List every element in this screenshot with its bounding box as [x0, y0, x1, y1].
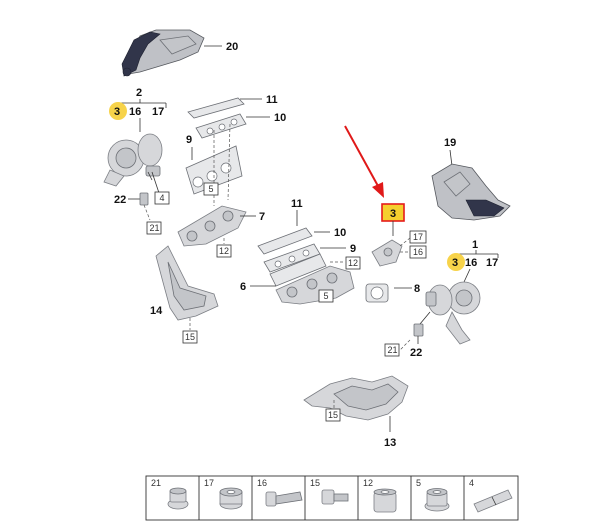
callout-3-selected[interactable]: 3: [390, 208, 396, 220]
ref-box-4[interactable]: 4: [160, 193, 165, 203]
callout-17-right: 17: [486, 257, 498, 269]
legend-part-15-bolt-icon[interactable]: [321, 489, 349, 505]
turbocharger-right[interactable]: [425, 281, 481, 345]
gasket-11-upper[interactable]: [187, 97, 245, 119]
red-arrowhead: [372, 182, 384, 198]
gasket-8[interactable]: [365, 283, 389, 303]
ref-box-12-middle[interactable]: 12: [348, 258, 358, 268]
callout-10-upper: 10: [274, 112, 286, 124]
part-3-gasket[interactable]: [371, 239, 403, 267]
ref-box-5-middle[interactable]: 5: [324, 291, 329, 301]
ref-box-21-right[interactable]: 21: [388, 345, 398, 355]
callout-3-right[interactable]: 3: [452, 257, 458, 269]
callout-13: 13: [384, 437, 396, 449]
nut-22-right[interactable]: [413, 323, 424, 337]
callout-16-left: 16: [129, 106, 141, 118]
callout-14: 14: [150, 305, 163, 317]
legend-label-5: 5: [416, 478, 421, 488]
callout-2: 2: [136, 87, 142, 99]
callout-22-left: 22: [114, 194, 126, 206]
ref-box-17-middle[interactable]: 17: [413, 232, 423, 242]
gasket-10-upper[interactable]: [195, 113, 247, 139]
highlight-3-right: [447, 253, 465, 271]
exhaust-manifold-7[interactable]: [177, 205, 247, 247]
callout-8: 8: [414, 283, 420, 295]
gasket-11-middle[interactable]: [257, 227, 313, 255]
legend-label-21: 21: [151, 478, 161, 488]
legend-part-16-bolt-icon[interactable]: [265, 491, 303, 507]
ref-box-12-left[interactable]: 12: [219, 246, 229, 256]
callout-3-left[interactable]: 3: [114, 106, 120, 118]
turbocharger-left[interactable]: [103, 133, 163, 187]
ref-box-15-bottom[interactable]: 15: [328, 410, 338, 420]
callout-22-right: 22: [410, 347, 422, 359]
callout-6: 6: [240, 281, 246, 293]
callout-11-middle: 11: [291, 198, 303, 210]
callout-9-middle: 9: [350, 243, 356, 255]
heat-shield-upper-left[interactable]: [121, 29, 205, 77]
parts-legend: 21 17 16 15 12 5 4: [145, 475, 519, 521]
legend-part-17-nut-icon[interactable]: [219, 487, 243, 510]
nut-22-left[interactable]: [139, 192, 149, 206]
callout-20: 20: [226, 41, 238, 53]
legend-part-4-stud-icon[interactable]: [473, 489, 513, 513]
legend-label-17: 17: [204, 478, 214, 488]
callout-11-upper: 11: [266, 94, 278, 106]
legend-label-4: 4: [469, 478, 474, 488]
ref-box-15-left[interactable]: 15: [185, 332, 195, 342]
red-pointer-arrow: [344, 125, 379, 187]
gasket-9-middle[interactable]: [269, 253, 327, 287]
callout-19: 19: [444, 137, 456, 149]
ref-box-5-left[interactable]: 5: [209, 184, 214, 194]
ref-box-16-middle[interactable]: 16: [413, 247, 423, 257]
callout-10-middle: 10: [334, 227, 346, 239]
legend-label-16: 16: [257, 478, 267, 488]
callout-7: 7: [259, 211, 265, 223]
callout-16-right: 16: [465, 257, 477, 269]
legend-part-12-sleeve-icon[interactable]: [373, 488, 397, 513]
heat-shield-14[interactable]: [155, 245, 219, 321]
legend-part-21-flange-nut-icon[interactable]: [167, 487, 189, 510]
heat-shield-right-19[interactable]: [431, 163, 511, 221]
legend-label-15: 15: [310, 478, 320, 488]
ref-box-21-left[interactable]: 21: [150, 223, 160, 233]
exhaust-manifold-6[interactable]: [275, 265, 355, 305]
legend-part-5-flange-nut-icon[interactable]: [424, 488, 450, 512]
callout-17-left: 17: [152, 106, 164, 118]
legend-label-12: 12: [363, 478, 373, 488]
callout-9-upper: 9: [186, 134, 192, 146]
callout-1: 1: [472, 239, 478, 251]
highlight-3-left: [109, 102, 127, 120]
heat-shield-13[interactable]: [303, 375, 409, 421]
